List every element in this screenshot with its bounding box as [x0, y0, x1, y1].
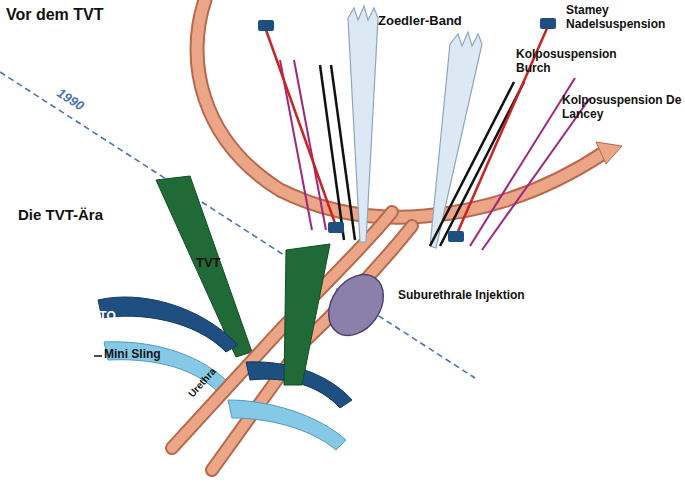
section-heading: Vor dem TVT: [6, 6, 166, 24]
part-label: TVTO: [84, 310, 144, 324]
part-label: Kolposuspension Burch: [516, 48, 644, 76]
suture-line: [470, 78, 575, 246]
part-label: Mini Sling: [104, 348, 204, 362]
part-label: Stamey Nadelsuspension: [566, 4, 678, 32]
era-divider: [0, 72, 475, 378]
part-label: Suburethrale Injektion: [398, 289, 578, 303]
bladder-wall: [596, 142, 622, 164]
section-heading: Die TVT-Ära: [18, 206, 168, 223]
pledget: [258, 20, 274, 31]
suture-line: [482, 98, 590, 250]
injection-bulk: [317, 264, 394, 346]
suture-line: [331, 65, 355, 240]
year-label: 1990: [54, 86, 112, 131]
tvt-band: [284, 244, 330, 385]
needle-suspension: [266, 30, 336, 226]
pledget: [448, 231, 464, 242]
pledget: [328, 222, 344, 233]
urethra: [212, 226, 412, 470]
pledget: [540, 18, 556, 29]
urethra: [212, 226, 412, 470]
suture-line: [294, 60, 326, 230]
part-label: Zoedler-Band: [378, 14, 498, 29]
part-label: Kolposuspension De Lancey: [562, 94, 682, 122]
suture-line: [430, 82, 514, 246]
part-label: TVT: [196, 256, 246, 271]
zoedler-band: [348, 6, 378, 242]
mini-sling: [228, 400, 346, 450]
leader-line: [94, 355, 102, 357]
